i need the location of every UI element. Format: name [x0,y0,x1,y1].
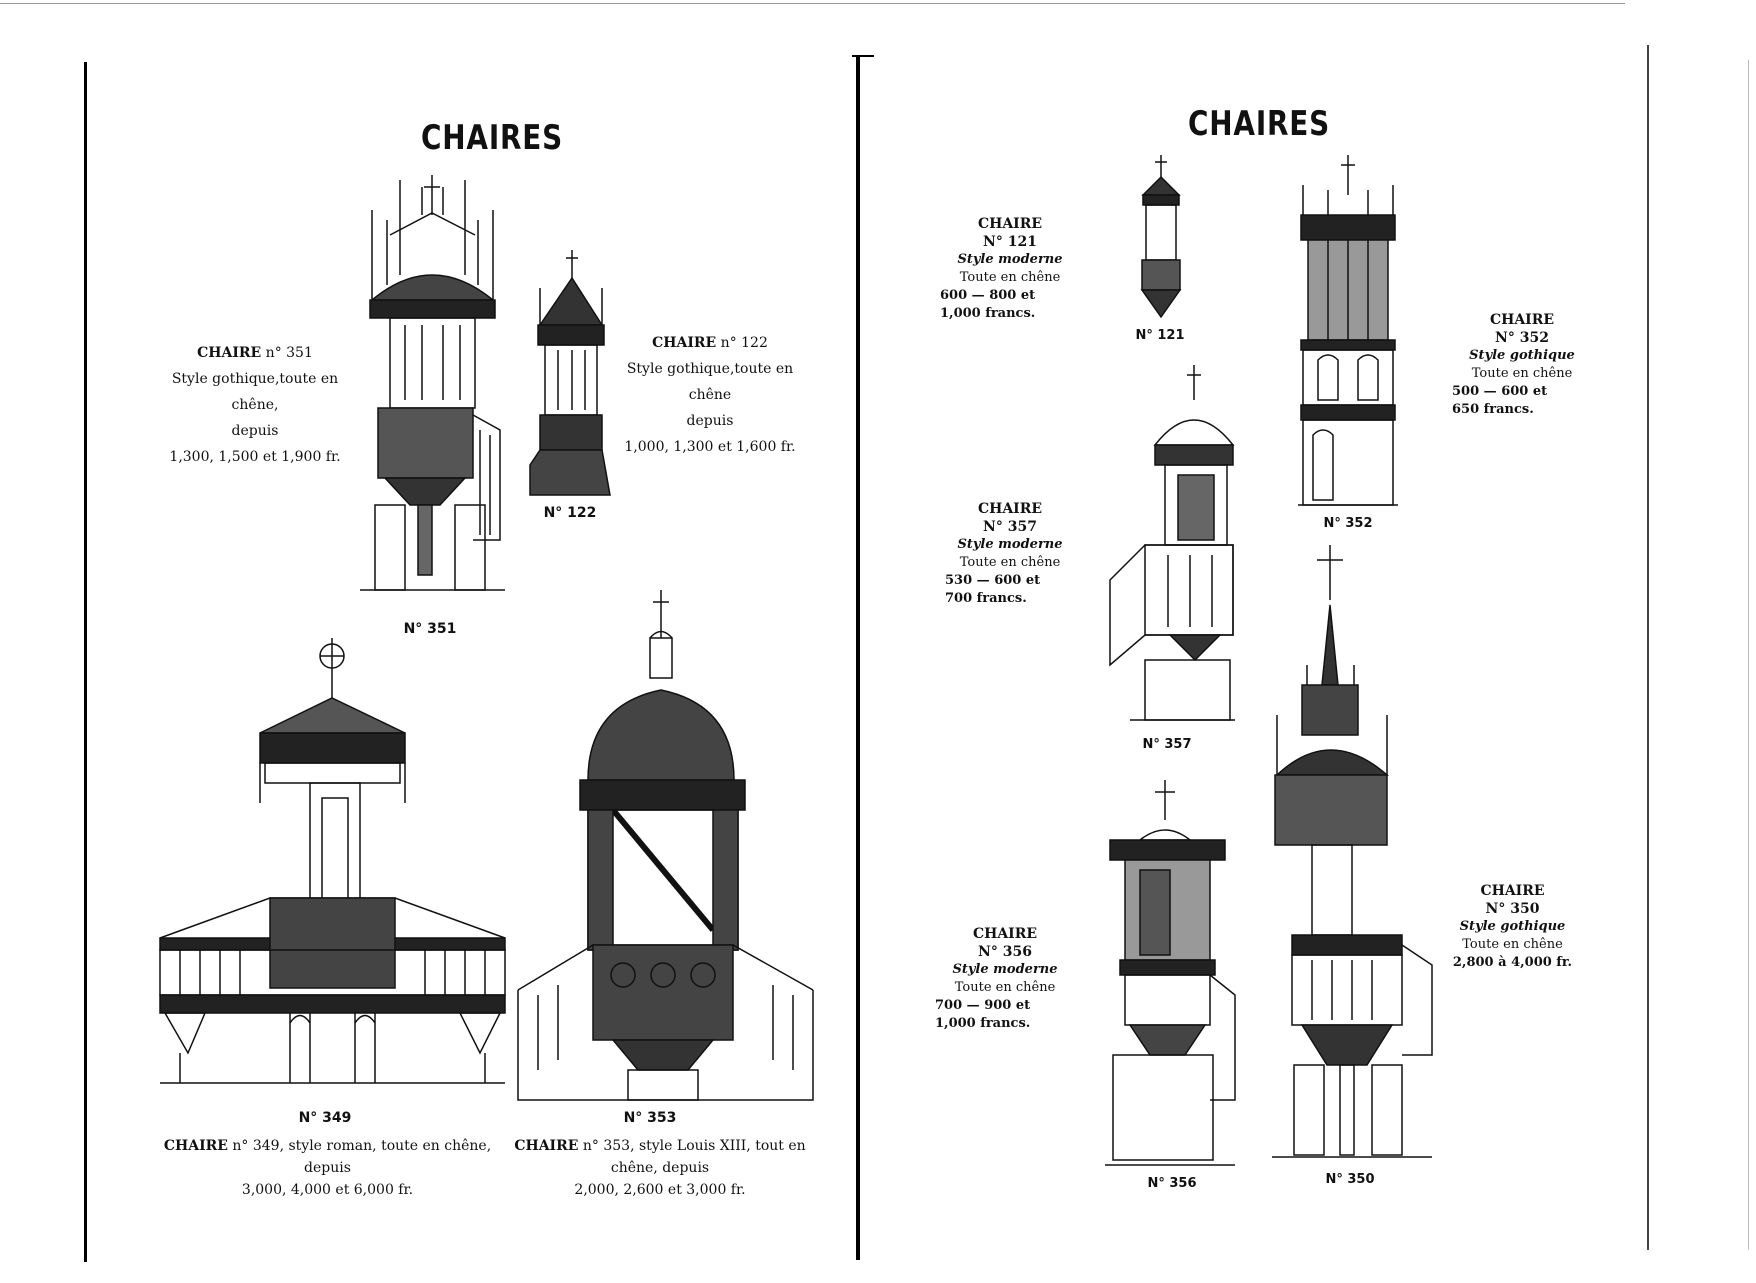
pulpit-349-name: CHAIRE [163,1138,228,1154]
pulpit-356-number: N° 356 [978,944,1032,960]
pulpit-350-description: CHAIRE N° 350 Style gothique Toute en ch… [1440,882,1585,972]
center-fold-line [856,55,860,1260]
pulpit-352-line-2: 500 — 600 et [1452,384,1548,399]
right-page-title: CHAIRES [1188,104,1331,144]
pulpit-122-illustration [530,250,610,498]
pulpit-351-line-3: 1,300, 1,500 et 1,900 fr. [169,449,341,465]
right-edge-mark [1748,60,1749,1250]
pulpit-122-line-1: Style gothique,toute en chêne [626,361,794,403]
pulpit-349-line-1: depuis [304,1160,351,1176]
pulpit-352-style: Style gothique [1469,348,1575,363]
pulpit-122-line-3: 1,000, 1,300 et 1,600 fr. [624,439,796,455]
pulpit-353-number: n° 353, style Louis XIII, tout en [582,1138,806,1154]
pulpit-122-caption: N° 122 [543,505,597,521]
pulpit-351-caption: N° 351 [403,621,457,637]
pulpit-356-line-3: 1,000 francs. [935,1016,1031,1031]
pulpit-350-number: N° 350 [1485,901,1540,917]
top-border [0,3,1625,4]
pulpit-353-name: CHAIRE [514,1138,579,1154]
pulpit-353-caption: N° 353 [623,1110,677,1126]
pulpit-349-caption: N° 349 [298,1110,352,1126]
pulpit-121-number: N° 121 [983,234,1037,250]
pulpit-356-caption: N° 356 [1147,1176,1197,1191]
pulpit-350-line-2: 2,800 à 4,000 fr. [1452,955,1573,970]
pulpit-349-description: CHAIRE n° 349, style roman, toute en chê… [155,1133,500,1203]
pulpit-350-name: CHAIRE [1480,883,1545,899]
pulpit-352-line-3: 650 francs. [1452,402,1534,417]
pulpit-356-style: Style moderne [952,962,1058,977]
pulpit-357-name: CHAIRE [977,501,1043,517]
pulpit-352-illustration [1298,155,1398,510]
right-page-border [1647,45,1649,1250]
pulpit-350-style: Style gothique [1459,919,1566,934]
pulpit-121-caption: N° 121 [1135,328,1185,343]
pulpit-352-number: N° 352 [1495,330,1549,346]
pulpit-121-name: CHAIRE [977,216,1043,232]
pulpit-357-line-3: 700 francs. [945,591,1027,606]
pulpit-122-description: CHAIRE n° 122 Style gothique,toute en ch… [610,330,810,460]
pulpit-351-illustration [360,175,505,615]
pulpit-353-line-1: chêne, depuis [610,1160,710,1176]
pulpit-350-illustration [1272,545,1432,1165]
pulpit-351-line-1: Style gothique,toute en chêne, [171,371,339,413]
left-page-title: CHAIRES [421,118,564,158]
pulpit-352-description: CHAIRE N° 352 Style gothique Toute en ch… [1452,311,1592,419]
pulpit-350-line-1: Toute en chêne [1462,937,1563,952]
pulpit-349-number: n° 349, style roman, toute en chêne, [232,1138,492,1154]
pulpit-121-line-2: 600 — 800 et [940,288,1036,303]
pulpit-357-style: Style moderne [957,537,1063,552]
pulpit-356-description: CHAIRE N° 356 Style moderne Toute en chê… [935,925,1075,1033]
pulpit-353-description: CHAIRE n° 353, style Louis XIII, tout en… [500,1133,820,1203]
pulpit-357-description: CHAIRE N° 357 Style moderne Toute en chê… [945,500,1075,608]
pulpit-122-name: CHAIRE [652,335,717,351]
pulpit-351-description: CHAIRE n° 351 Style gothique,toute en ch… [150,340,360,470]
pulpit-122-line-2: depuis [686,413,734,429]
pulpit-356-line-2: 700 — 900 et [935,998,1031,1013]
pulpit-122-number: n° 122 [720,335,768,351]
pulpit-352-caption: N° 352 [1323,516,1373,531]
pulpit-351-line-2: depuis [231,423,279,439]
pulpit-121-description: CHAIRE N° 121 Style moderne Toute en chê… [940,215,1080,323]
pulpit-357-illustration [1110,365,1235,730]
pulpit-356-illustration [1105,780,1235,1170]
pulpit-357-caption: N° 357 [1142,737,1192,752]
pulpit-121-style: Style moderne [957,252,1063,267]
pulpit-121-line-1: Toute en chêne [959,270,1061,285]
pulpit-356-name: CHAIRE [972,926,1038,942]
pulpit-353-illustration [518,590,813,1105]
pulpit-121-illustration [1138,155,1184,320]
pulpit-357-number: N° 357 [983,519,1037,535]
pulpit-357-line-2: 530 — 600 et [945,573,1041,588]
pulpit-352-name: CHAIRE [1489,312,1555,328]
pulpit-349-line-2: 3,000, 4,000 et 6,000 fr. [241,1182,414,1198]
pulpit-351-name: CHAIRE [197,345,262,361]
pulpit-357-line-1: Toute en chêne [959,555,1061,570]
pulpit-349-illustration [160,638,505,1108]
pulpit-121-line-3: 1,000 francs. [940,306,1036,321]
pulpit-351-number: n° 351 [265,345,313,361]
pulpit-356-line-1: Toute en chêne [954,980,1056,995]
left-page-border [84,62,87,1262]
pulpit-350-caption: N° 350 [1325,1172,1375,1187]
pulpit-353-line-2: 2,000, 2,600 et 3,000 fr. [574,1182,746,1198]
center-fold-tick [852,55,874,57]
pulpit-352-line-1: Toute en chêne [1471,366,1573,381]
